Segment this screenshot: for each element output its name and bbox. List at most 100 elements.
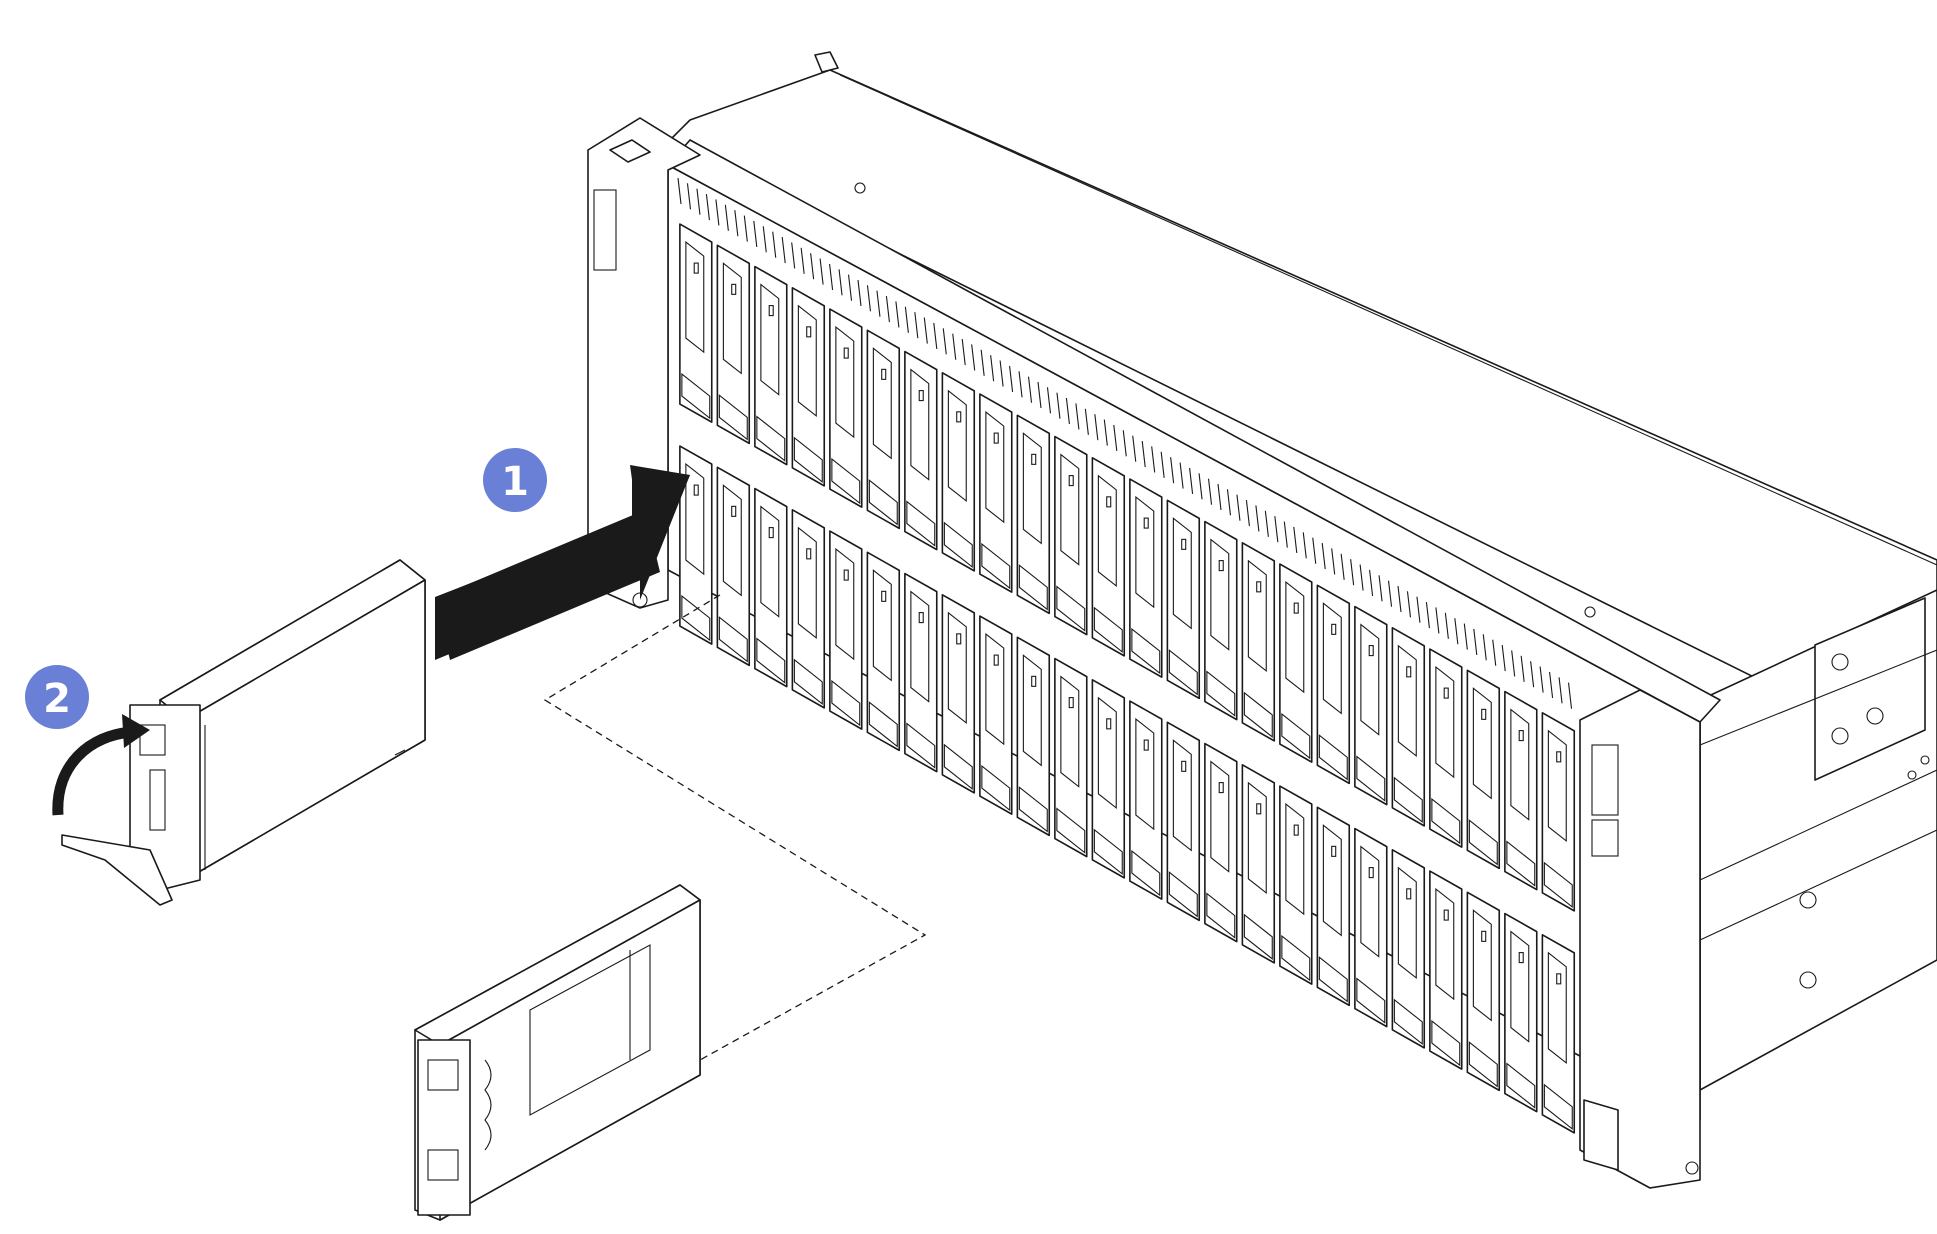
vent-slot [1027,376,1033,403]
vent-slot [1321,542,1326,570]
drive-filler [414,884,701,1221]
vent-slot [1558,677,1563,704]
vent-slot [1454,618,1459,645]
drive-bay[interactable] [1541,934,1576,1134]
vent-slot [933,322,938,350]
drive-bay[interactable] [1166,499,1201,700]
drive-bay[interactable] [1466,891,1501,1092]
drive-bay[interactable] [866,551,901,752]
drive-bay[interactable] [1054,435,1088,636]
drive-bay[interactable] [1316,806,1351,1007]
drive-bay[interactable] [1279,563,1313,763]
drive-bay[interactable] [904,350,938,551]
drive-bay[interactable] [754,487,788,688]
vent-slot [724,204,729,231]
drive-bay[interactable] [1429,870,1463,1070]
vent-slot [1340,553,1345,580]
drive-bay[interactable] [791,509,826,709]
vent-slot [1520,655,1525,682]
drive-bay[interactable] [979,393,1013,593]
drive-bay[interactable] [679,445,713,645]
drive-bay[interactable] [1166,721,1201,922]
drive-bay[interactable] [829,308,863,508]
drive-bay[interactable] [941,594,976,794]
drive-bay[interactable] [1054,657,1088,858]
vent-slot [1359,564,1364,591]
vent-slot [1160,451,1165,478]
vent-slot [1425,602,1430,629]
vent-grille [677,177,1573,709]
vent-slot [772,231,777,258]
vent-slot [1274,516,1279,543]
vent-slot [1331,548,1336,575]
vent-slot [942,328,947,355]
vent-slot [1511,650,1516,677]
drive-bay[interactable] [1541,712,1576,912]
rotate-handle-arrow [52,726,133,816]
vent-slot [1435,607,1440,634]
drive-bay[interactable] [979,615,1013,815]
vent-slot [1009,365,1014,392]
drive-bay[interactable] [1279,785,1313,985]
drive-bay[interactable] [1354,605,1388,806]
drive-bay[interactable] [716,466,751,667]
vent-slot [885,296,890,323]
drive-bay[interactable] [1354,827,1388,1028]
drive-bay[interactable] [1129,700,1163,900]
callout-2-badge [25,665,89,729]
drive-bay[interactable] [1316,584,1351,785]
drive-bay[interactable] [1391,627,1426,827]
drive-bay[interactable] [1466,669,1501,870]
vent-slot [1312,537,1317,564]
drive-bay[interactable] [1129,478,1163,678]
drive-bay[interactable] [754,265,788,466]
vent-slot [838,269,843,296]
drive-bay[interactable] [1241,764,1276,964]
callout-2: 2 [25,665,89,729]
vent-slot [1397,585,1402,613]
vent-slot [1530,661,1535,688]
drive-bay[interactable] [1391,849,1426,1049]
rotate-handle-arrowhead [122,714,150,748]
drive-bay[interactable] [1016,414,1051,615]
vent-slot [1189,467,1194,494]
vent-slot [705,194,710,221]
vent-slot [1444,612,1449,639]
drive-bay[interactable] [1204,742,1238,943]
vent-slot [1473,628,1478,656]
vent-slot [857,279,862,307]
hot-swap-drive [61,559,426,906]
vent-slot [1141,440,1146,468]
drive-bay[interactable] [1091,679,1126,879]
vent-slot [923,317,928,344]
drive-bay[interactable] [1429,648,1463,848]
drive-bay[interactable] [1204,520,1238,721]
drive-bay[interactable] [716,244,751,445]
drive-bay[interactable] [829,530,863,730]
vent-slot [686,183,692,210]
drive-bay[interactable] [866,329,901,530]
vent-slot [1567,682,1573,709]
drive-bay[interactable] [1091,457,1126,657]
drive-bay[interactable] [941,372,976,572]
drive-bay[interactable] [1016,636,1051,837]
insert-arrow-head [630,465,690,575]
vent-slot [1075,403,1080,430]
callout-1-label: 1 [501,459,529,505]
drive-bay[interactable] [1504,690,1538,891]
drive-bay[interactable] [904,572,938,773]
vent-slot [743,215,748,242]
vent-slot [1245,500,1250,527]
drive-bay[interactable] [679,223,713,423]
vent-slot [1198,473,1203,500]
vent-slot [895,301,900,328]
drive-bay[interactable] [791,287,826,487]
drive-bay[interactable] [1241,542,1276,742]
vent-slot [876,290,881,317]
filler-guide-lines [543,594,927,1061]
drive-bay-grid [679,223,1576,1134]
vent-slot [1103,419,1108,446]
vent-slot [1179,462,1184,489]
drive-bay[interactable] [1504,912,1538,1113]
vent-slot [961,338,966,366]
